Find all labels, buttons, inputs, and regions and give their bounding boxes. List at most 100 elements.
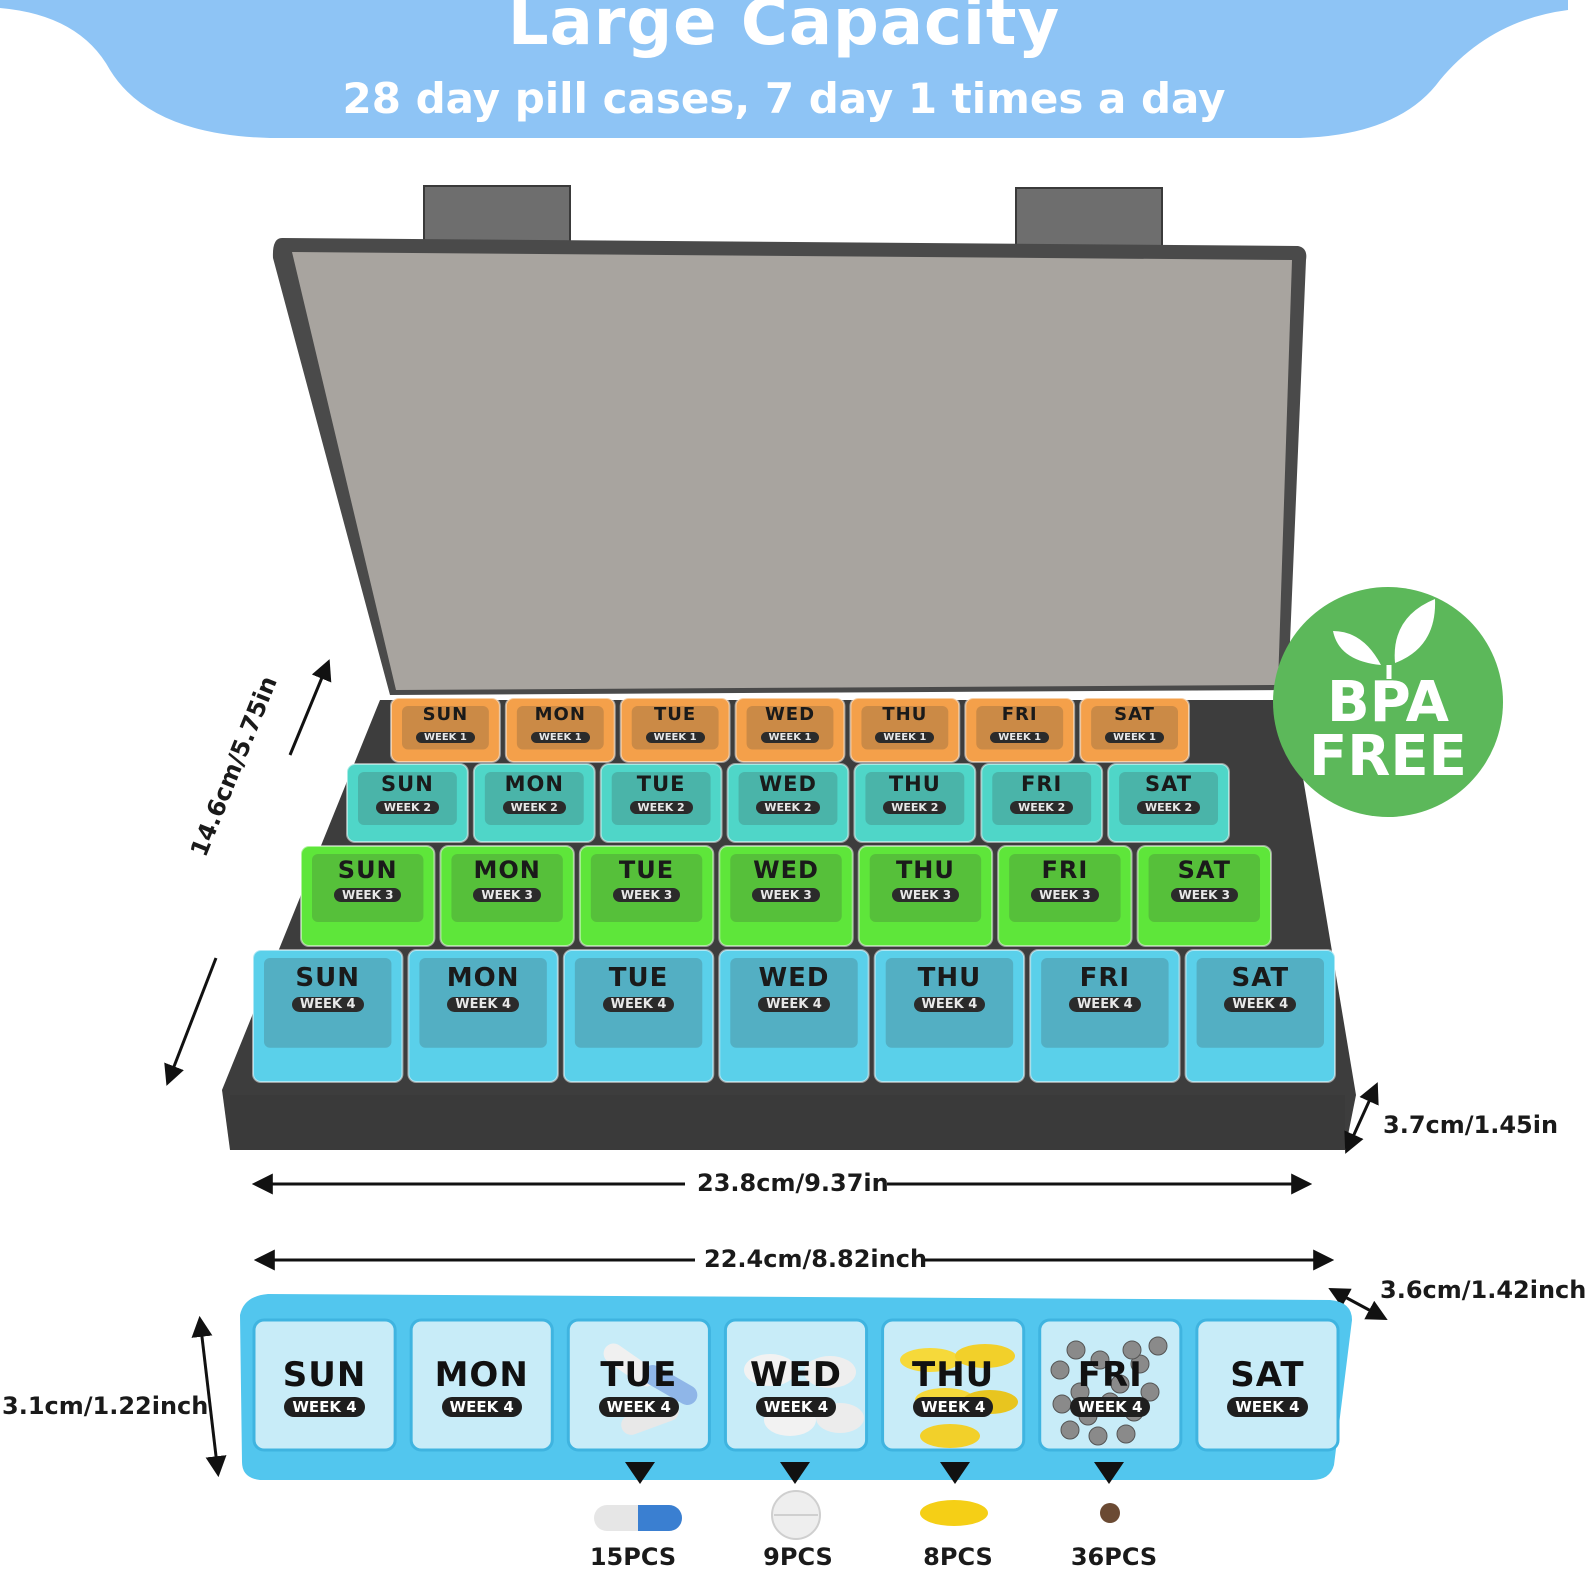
banner-shape — [0, 0, 1568, 138]
day-label: MON — [446, 963, 520, 994]
tablet-count: 9PCS — [763, 1543, 833, 1571]
day-label: SAT — [1231, 963, 1290, 994]
compartment-lid[interactable] — [718, 949, 870, 1083]
day-label: TUE — [618, 856, 675, 884]
compartment-label: THU WEEK 4 — [872, 963, 1027, 1013]
compartment-label: SAT WEEK 4 — [1183, 963, 1338, 1013]
bead — [1066, 1340, 1086, 1360]
week-label: WEEK 3 — [1031, 888, 1099, 902]
day-label: SAT — [1145, 771, 1193, 796]
day-label: TUE — [654, 704, 697, 726]
compartment-lid[interactable] — [252, 949, 404, 1083]
leaf-icon — [1333, 599, 1436, 679]
compartment-lid[interactable] — [873, 949, 1026, 1083]
strip-day-label: SUN — [282, 1355, 367, 1395]
day-label: WED — [758, 963, 830, 994]
day-label: WED — [759, 771, 817, 796]
bead — [1110, 1374, 1130, 1394]
strip-depth-dimension-label: 3.6cm/1.42inch — [1380, 1276, 1586, 1304]
week-label: WEEK 2 — [502, 800, 566, 814]
capsule-pill-icon — [594, 1505, 682, 1531]
week-label: WEEK 4 — [1224, 997, 1297, 1013]
strip-week-label: WEEK 4 — [1227, 1397, 1308, 1417]
week-label: WEEK 1 — [990, 732, 1050, 744]
bpa-free-badge: BPA FREE — [1273, 587, 1503, 817]
bead — [1148, 1336, 1168, 1356]
bead — [1090, 1350, 1110, 1370]
capsule-count: 15PCS — [589, 1543, 677, 1571]
strip-day-label: THU — [912, 1355, 995, 1395]
compartment-label: WED WEEK 2 — [725, 772, 852, 815]
compartment-lid[interactable] — [849, 697, 961, 763]
compartment-lid[interactable] — [1184, 949, 1336, 1083]
week-label: WEEK 4 — [758, 997, 830, 1013]
day-label: FRI — [1041, 856, 1089, 884]
week-label: WEEK 2 — [629, 800, 693, 814]
bead — [1088, 1426, 1108, 1446]
bead — [1140, 1382, 1160, 1402]
left-hinge — [423, 185, 571, 249]
day-label: SUN — [337, 856, 398, 884]
day-label: FRI — [1001, 704, 1038, 726]
day-label: MON — [504, 771, 564, 796]
compartment-grid — [252, 697, 1336, 1083]
compartment-lid[interactable] — [1029, 949, 1181, 1083]
week-label: WEEK 3 — [473, 888, 541, 902]
compartment-label: WED WEEK 4 — [716, 963, 871, 1013]
strip-day-label: FRI — [1077, 1355, 1143, 1395]
strip-height-dimension-label: 3.1cm/1.22inch — [2, 1392, 209, 1420]
compartment-lid[interactable] — [562, 949, 715, 1083]
day-label: TUE — [636, 771, 686, 796]
week-label: WEEK 3 — [752, 888, 820, 902]
compartment-lid[interactable] — [734, 697, 846, 763]
bead — [1050, 1360, 1070, 1380]
case-lid-window — [292, 252, 1292, 690]
compartment-label: MON WEEK 2 — [471, 772, 598, 815]
week-label: WEEK 1 — [875, 732, 935, 744]
compartment-lid[interactable] — [619, 697, 731, 763]
strip-compartment[interactable] — [1195, 1318, 1340, 1452]
day-label: THU — [888, 771, 941, 796]
strip-day-label: WED — [750, 1355, 842, 1395]
strip-day-label: TUE — [600, 1355, 678, 1395]
week-label: WEEK 2 — [756, 800, 820, 814]
day-label: FRI — [1021, 771, 1063, 796]
compartment-lid[interactable] — [1079, 697, 1190, 763]
week-label: WEEK 1 — [760, 732, 820, 744]
day-label: WED — [753, 856, 819, 884]
page-title: Large Capacity — [507, 0, 1061, 60]
day-label: SAT — [1114, 704, 1155, 726]
compartment-lid[interactable] — [407, 949, 559, 1083]
small-bead-pill-icon — [1100, 1503, 1120, 1523]
round-tablet-icon — [771, 1490, 821, 1540]
strip-week-label: WEEK 4 — [441, 1397, 522, 1417]
header-banner: Large Capacity 28 day pill cases, 7 day … — [0, 0, 1568, 140]
bead — [1122, 1340, 1142, 1360]
strip-week-label: WEEK 4 — [598, 1397, 679, 1417]
compartment-label: WED WEEK 3 — [716, 856, 855, 903]
compartment-lid[interactable] — [964, 697, 1076, 763]
width-dimension-label: 23.8cm/9.37in — [697, 1169, 889, 1197]
strip-compartment[interactable] — [252, 1318, 397, 1452]
strip-width-dimension-label: 22.4cm/8.82inch — [704, 1245, 928, 1273]
compartment-label: TUE WEEK 2 — [598, 772, 725, 815]
day-label: THU — [917, 963, 982, 994]
compartment-lid[interactable] — [504, 697, 616, 763]
week-label: WEEK 2 — [883, 800, 947, 814]
compartment-lid[interactable] — [390, 697, 501, 763]
day-label: THU — [895, 856, 955, 884]
free-text: FREE — [1309, 724, 1467, 789]
strip-compartment[interactable] — [409, 1318, 554, 1452]
week-label: WEEK 4 — [913, 997, 986, 1013]
